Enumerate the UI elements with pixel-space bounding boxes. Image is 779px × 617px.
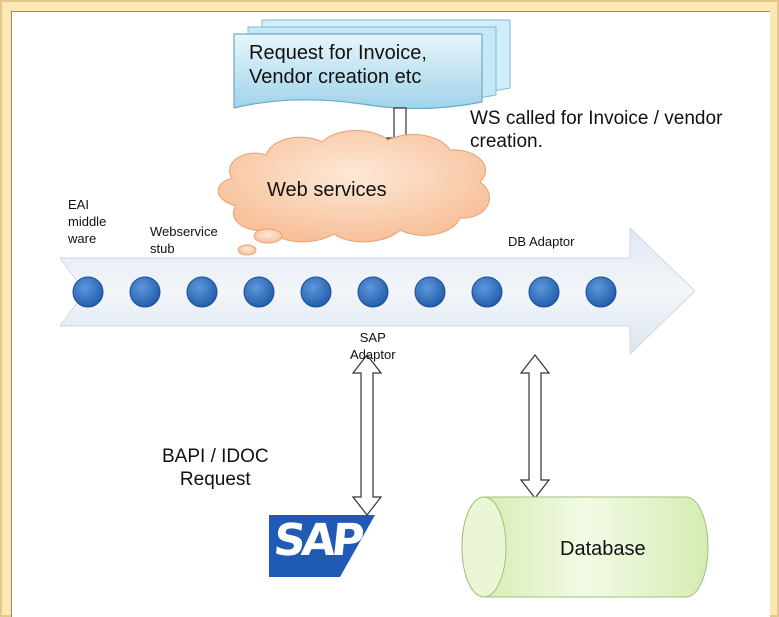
db-double-arrow [519, 354, 551, 499]
bus-dot [528, 276, 560, 308]
request-documents [233, 19, 511, 110]
bus-dot [414, 276, 446, 308]
eai-line2: middle [68, 213, 107, 229]
bus-dot [357, 276, 389, 308]
bapi-idoc-label: BAPI / IDOC Request [162, 446, 269, 492]
bus-dot [129, 276, 161, 308]
ws-note-line1: WS called for Invoice / vendor [470, 108, 723, 129]
database-label: Database [560, 538, 646, 560]
stub-line1: Webservice [150, 224, 218, 239]
bapi-line2: Request [179, 468, 251, 490]
stub-line2: stub [150, 240, 175, 256]
sap-adaptor-label: SAP Adaptor [350, 330, 396, 364]
bus-dot [186, 276, 218, 308]
bus-dots [72, 276, 617, 308]
sap-adaptor-line2: Adaptor [350, 346, 396, 362]
bus-dot [471, 276, 503, 308]
bus-dot [300, 276, 332, 308]
sap-adaptor-line1: SAP [359, 330, 386, 345]
eai-line3: ware [68, 230, 97, 246]
request-doc-line1: Request for Invoice, [249, 42, 427, 64]
ws-note: WS called for Invoice / vendor creation. [470, 108, 722, 154]
request-doc-text: Request for Invoice, Vendor creation etc [249, 41, 427, 89]
sap-double-arrow [351, 354, 383, 516]
eai-line1: EAI [68, 197, 89, 212]
sap-logo [269, 515, 375, 577]
database-cylinder [461, 496, 709, 598]
bapi-line1: BAPI / IDOC [162, 446, 269, 467]
sap-logo-text: SAP [271, 515, 363, 566]
request-doc-line2: Vendor creation etc [249, 66, 422, 88]
eai-middleware-label: EAI middle ware [68, 197, 106, 248]
ws-note-line2: creation. [470, 130, 543, 152]
webservice-stub-label: Webservice stub [150, 224, 218, 258]
db-adaptor-label: DB Adaptor [508, 234, 575, 249]
bus-dot [243, 276, 275, 308]
web-services-cloud [217, 129, 490, 256]
bus-dot [72, 276, 104, 308]
bus-dot [585, 276, 617, 308]
web-services-label: Web services [267, 179, 387, 201]
